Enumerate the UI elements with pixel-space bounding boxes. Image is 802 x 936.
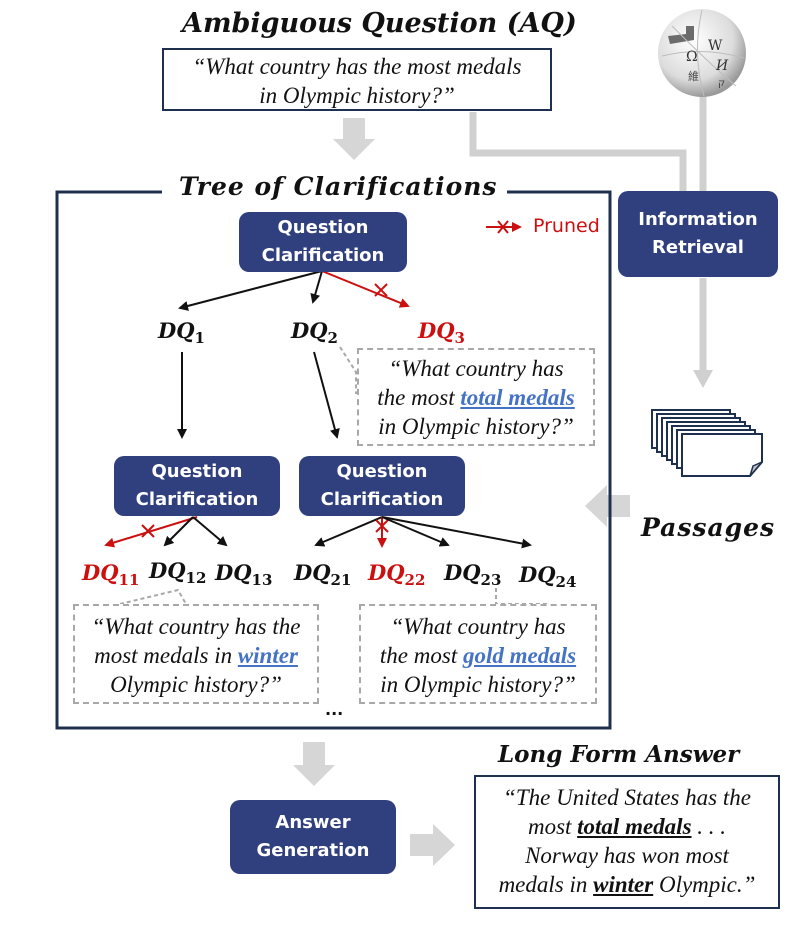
svg-text:維: 維 [688, 70, 699, 83]
dq-1: DQ1 [158, 318, 205, 347]
svg-text:И: И [715, 58, 729, 74]
passages-label: Passages [641, 513, 776, 542]
callout-line: in Olympic history?” [378, 414, 574, 439]
aq-line-1: “What country has the most medals [192, 54, 522, 79]
edge-child1-dq13 [192, 516, 228, 547]
node-line-2: Generation [256, 840, 370, 861]
edge-dq2-child2 [313, 351, 340, 439]
svg-text:Ω: Ω [686, 49, 698, 65]
prune-mark [141, 524, 155, 538]
highlight-total-medals: total medals [577, 814, 692, 839]
dq2-callout: “What country has the most total medals … [357, 348, 595, 446]
root-question-clarification-node: Question Clarification [239, 212, 407, 272]
svg-text:ק: ק [718, 78, 725, 89]
answer-line: “The United States has the [503, 785, 751, 810]
pruned-arrow-icon [486, 220, 522, 234]
edge-child2-dq24 [381, 516, 532, 549]
callout-line: “What country has [390, 614, 566, 639]
dq-13: DQ13 [215, 560, 273, 589]
dq-21: DQ21 [294, 560, 352, 589]
prune-mark [374, 283, 388, 297]
dq-12: DQ12 [149, 558, 207, 587]
long-form-answer-box: “The United States has the most total me… [474, 775, 780, 909]
dq-3-pruned: DQ3 [418, 318, 465, 347]
retrieval-connectors [469, 95, 707, 372]
edge-child2-dq21 [314, 516, 383, 547]
child-question-clarification-node-1: Question Clarification [114, 456, 280, 516]
node-line-2: Clarification [261, 245, 385, 266]
tree-frame [55, 190, 612, 730]
callout-line: “What country has the [91, 614, 301, 639]
flow-arrow-tree-to-answer [293, 742, 335, 786]
legend-pruned-label: Pruned [533, 215, 600, 237]
callout-line: in Olympic history?” [380, 672, 576, 697]
svg-text:W: W [708, 38, 723, 54]
callout-tail-dq2 [339, 346, 357, 394]
dq12-callout: “What country has the most medals in win… [73, 604, 319, 704]
highlight-winter: winter [237, 643, 298, 668]
callout-tail-dq12 [119, 588, 187, 605]
wikipedia-globe-icon: Ω W И 維 ק [652, 6, 752, 100]
node-line-1: Question [277, 217, 369, 238]
more-ellipsis: ... [325, 700, 344, 719]
aq-line-2: in Olympic history?” [259, 83, 455, 108]
child-question-clarification-node-2: Question Clarification [299, 456, 465, 516]
dq-22-pruned: DQ22 [368, 560, 426, 589]
edge-root-dq1 [178, 270, 323, 311]
highlight-total-medals: total medals [460, 385, 575, 410]
callout-line: “What country has [388, 356, 564, 381]
answer-line: Norway has won most [525, 843, 729, 868]
edge-root-dq3-pruned [321, 270, 410, 308]
node-line-1: Question [151, 461, 243, 482]
dq23-callout: “What country has the most gold medals i… [359, 604, 597, 704]
dq-2: DQ2 [291, 318, 338, 347]
aq-box: “What country has the most medals in Oly… [162, 48, 552, 111]
ir-line-2: Retrieval [652, 237, 744, 258]
aq-title: Ambiguous Question (AQ) [182, 8, 577, 39]
edge-root-dq2 [310, 270, 323, 304]
document-stack-icon [648, 408, 774, 488]
retrieval-arrowhead [693, 370, 713, 388]
edge-child1-dq12 [163, 516, 194, 547]
flow-arrow-aq-to-tree [333, 118, 375, 160]
information-retrieval-node: Information Retrieval [618, 191, 778, 277]
flow-arrow-answer-to-lfa [410, 824, 455, 866]
dq-23: DQ23 [444, 560, 502, 589]
answer-line: most total medals . . . [527, 814, 727, 839]
ir-line-1: Information [638, 209, 758, 230]
callout-line: the most total medals [377, 385, 575, 410]
prune-mark [375, 519, 389, 533]
edge-child1-dq11-pruned [104, 516, 198, 548]
callout-line: Olympic history?” [110, 672, 282, 697]
callout-line: the most gold medals [379, 643, 577, 668]
answer-line: medals in winter Olympic.” [498, 872, 756, 897]
node-line-2: Clarification [135, 489, 259, 510]
node-line-1: Question [336, 461, 428, 482]
dq-11-pruned: DQ11 [82, 560, 140, 589]
callout-line: most medals in winter [94, 643, 298, 668]
edge-child2-dq23 [381, 516, 450, 547]
highlight-gold-medals: gold medals [462, 643, 577, 668]
flow-arrow-passages-to-tree [585, 485, 630, 527]
answer-generation-node: Answer Generation [230, 800, 396, 874]
long-form-answer-title: Long Form Answer [498, 741, 740, 768]
tree-title: Tree of Clarifications [175, 172, 502, 201]
dq-24: DQ24 [519, 562, 577, 591]
node-line-1: Answer [275, 812, 351, 833]
highlight-winter: winter [593, 872, 654, 897]
node-line-2: Clarification [320, 489, 444, 510]
